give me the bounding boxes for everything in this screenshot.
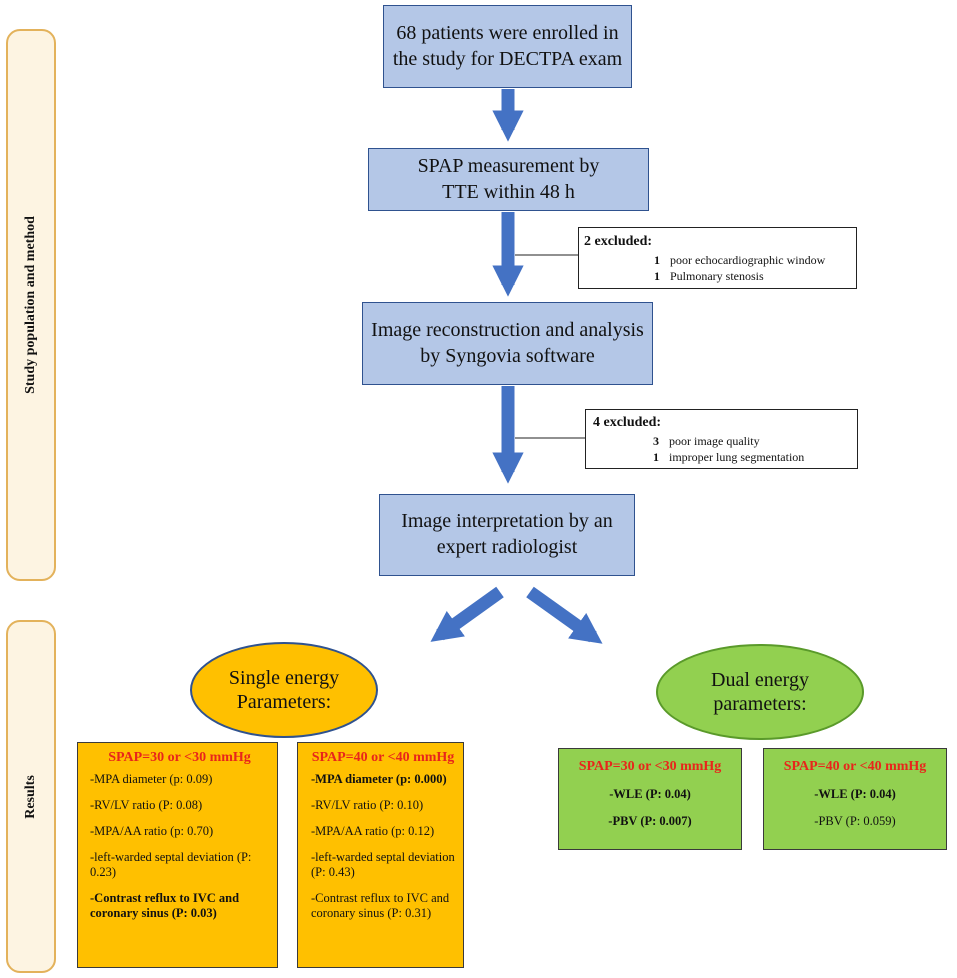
box-title: SPAP=40 or <40 mmHg (311, 750, 455, 765)
result-item: -RV/LV ratio (P: 0.10) (311, 798, 424, 812)
result-item: -MPA/AA ratio (p: 0.12) (311, 824, 435, 838)
exclusion-count: 1 (654, 269, 660, 284)
dual-energy-box-30: SPAP=30 or <30 mmHg -WLE (P: 0.04) -PBV … (558, 748, 742, 850)
exclusion-item: 1 Pulmonary stenosis (584, 268, 850, 284)
single-energy-category: Single energy Parameters: (190, 642, 378, 738)
result-item: -Contrast reflux to IVC and coronary sin… (90, 891, 240, 920)
section-study: Study population and method (6, 29, 56, 581)
exclusion-count: 1 (654, 252, 660, 267)
single-energy-label: Single energy Parameters: (228, 667, 340, 713)
result-item: -WLE (P: 0.04) (814, 787, 896, 801)
result-item: -Contrast reflux to IVC and coronary sin… (311, 891, 450, 920)
result-item: -RV/LV ratio (P: 0.08) (90, 798, 203, 812)
exclusion-box-1: 2 excluded: 1 poor echocardiographic win… (578, 227, 857, 289)
exclusion-count: 1 (653, 450, 659, 465)
exclusion-item: 1 improper lung segmentation (593, 449, 851, 465)
step-image-interpretation: Image interpretation by an expert radiol… (379, 494, 635, 576)
exclusion-count: 3 (653, 433, 659, 448)
step-enrollment-text: 68 patients were enrolled in the study f… (392, 21, 623, 70)
dual-energy-label: Dual energy parameters: (711, 669, 809, 715)
exclusion-box-2: 4 excluded: 3 poor image quality 1 impro… (585, 409, 858, 469)
box-title: SPAP=30 or <30 mmHg (578, 759, 722, 774)
result-item: -MPA diameter (p: 0.000) (311, 772, 447, 786)
arrow-to-dual (526, 586, 603, 644)
step-spap-measurement: SPAP measurement by TTE within 48 h (368, 148, 649, 211)
exclusion-item: 3 poor image quality (593, 433, 851, 449)
exclusion-heading: 4 excluded: (593, 415, 662, 430)
exclusion-reason: poor echocardiographic window (670, 252, 826, 267)
result-item: -PBV (P: 0.059) (814, 814, 896, 828)
result-item: -left-warded septal deviation (P: 0.23) (90, 850, 252, 879)
single-energy-box-30: SPAP=30 or <30 mmHg -MPA diameter (p: 0.… (77, 742, 278, 968)
exclusion-reason: poor image quality (669, 433, 760, 448)
dual-energy-category: Dual energy parameters: (656, 644, 864, 740)
step-enrollment: 68 patients were enrolled in the study f… (383, 5, 632, 88)
box-title: SPAP=30 or <30 mmHg (108, 750, 251, 765)
step-image-reconstruction-text: Image reconstruction and analysis by Syn… (371, 318, 644, 367)
step-image-reconstruction: Image reconstruction and analysis by Syn… (362, 302, 653, 385)
exclusion-heading: 2 excluded: (584, 234, 653, 249)
step-spap-measurement-text: SPAP measurement by TTE within 48 h (417, 154, 600, 203)
section-results: Results (6, 620, 56, 973)
dual-energy-box-40: SPAP=40 or <40 mmHg -WLE (P: 0.04) -PBV … (763, 748, 947, 850)
result-item: -MPA diameter (p: 0.09) (90, 772, 213, 786)
exclusion-reason: Pulmonary stenosis (670, 269, 764, 284)
exclusion-item: 1 poor echocardiographic window (584, 252, 850, 268)
result-item: -WLE (P: 0.04) (609, 787, 691, 801)
box-title: SPAP=40 or <40 mmHg (783, 759, 927, 774)
step-image-interpretation-text: Image interpretation by an expert radiol… (401, 510, 613, 558)
arrow-to-single (430, 586, 504, 642)
exclusion-reason: improper lung segmentation (669, 450, 805, 465)
result-item: -PBV (P: 0.007) (608, 814, 692, 828)
single-energy-box-40: SPAP=40 or <40 mmHg -MPA diameter (p: 0.… (297, 742, 464, 968)
result-item: -MPA/AA ratio (p: 0.70) (90, 824, 214, 838)
result-item: -left-warded septal deviation (P: 0.43) (311, 850, 455, 879)
